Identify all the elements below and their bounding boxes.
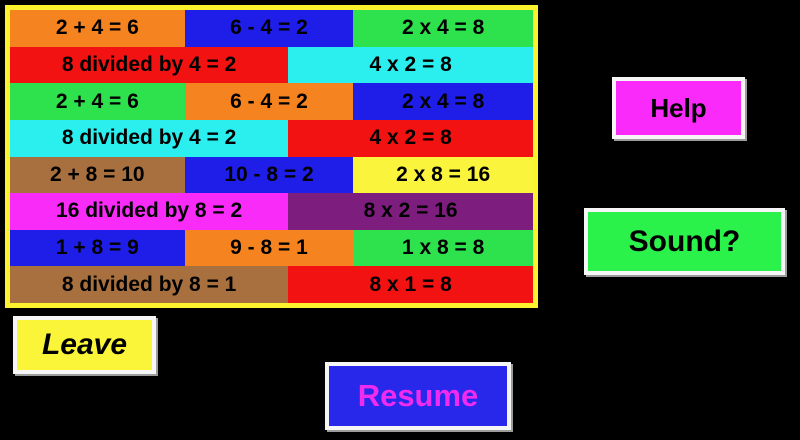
resume-button[interactable]: Resume [325,362,511,430]
equation-tile[interactable]: 1 + 8 = 9 [10,229,185,267]
help-button[interactable]: Help [612,77,745,139]
equation-tile[interactable]: 6 - 4 = 2 [184,10,354,47]
equation-tile[interactable]: 2 x 8 = 16 [353,156,533,194]
board-row: 1 + 8 = 9 9 - 8 = 1 1 x 8 = 8 [10,229,533,267]
equation-tile[interactable]: 16 divided by 8 = 2 [10,193,289,230]
board-row: 16 divided by 8 = 2 8 x 2 = 16 [10,193,533,230]
board-row: 8 divided by 4 = 2 4 x 2 = 8 [10,46,533,84]
equation-tile[interactable]: 4 x 2 = 8 [288,119,533,157]
leave-button[interactable]: Leave [13,316,156,374]
board-row: 2 + 4 = 6 6 - 4 = 2 2 x 4 = 8 [10,10,533,47]
board-row: 8 divided by 8 = 1 8 x 1 = 8 [10,266,533,303]
equation-tile[interactable]: 2 + 4 = 6 [10,83,185,120]
equation-tile[interactable]: 8 x 2 = 16 [288,193,533,230]
equation-tile[interactable]: 6 - 4 = 2 [184,83,354,120]
equation-tile[interactable]: 10 - 8 = 2 [184,156,354,194]
board-row: 2 + 4 = 6 6 - 4 = 2 2 x 4 = 8 [10,83,533,120]
equation-board: 2 + 4 = 6 6 - 4 = 2 2 x 4 = 8 8 divided … [5,5,538,308]
equation-tile[interactable]: 8 divided by 4 = 2 [10,46,289,84]
equation-tile[interactable]: 2 + 8 = 10 [10,156,185,194]
board-row: 8 divided by 4 = 2 4 x 2 = 8 [10,119,533,157]
board-row: 2 + 8 = 10 10 - 8 = 2 2 x 8 = 16 [10,156,533,194]
equation-tile[interactable]: 8 x 1 = 8 [288,266,533,303]
equation-tile[interactable]: 4 x 2 = 8 [288,46,533,84]
equation-tile[interactable]: 8 divided by 8 = 1 [10,266,289,303]
equation-board-grid: 2 + 4 = 6 6 - 4 = 2 2 x 4 = 8 8 divided … [10,10,533,303]
equation-tile[interactable]: 2 x 4 = 8 [353,10,533,47]
equation-tile[interactable]: 1 x 8 = 8 [353,229,533,267]
sound-toggle-button[interactable]: Sound? [584,208,785,275]
equation-tile[interactable]: 2 x 4 = 8 [353,83,533,120]
equation-tile[interactable]: 9 - 8 = 1 [184,229,354,267]
equation-tile[interactable]: 8 divided by 4 = 2 [10,119,289,157]
equation-tile[interactable]: 2 + 4 = 6 [10,10,185,47]
